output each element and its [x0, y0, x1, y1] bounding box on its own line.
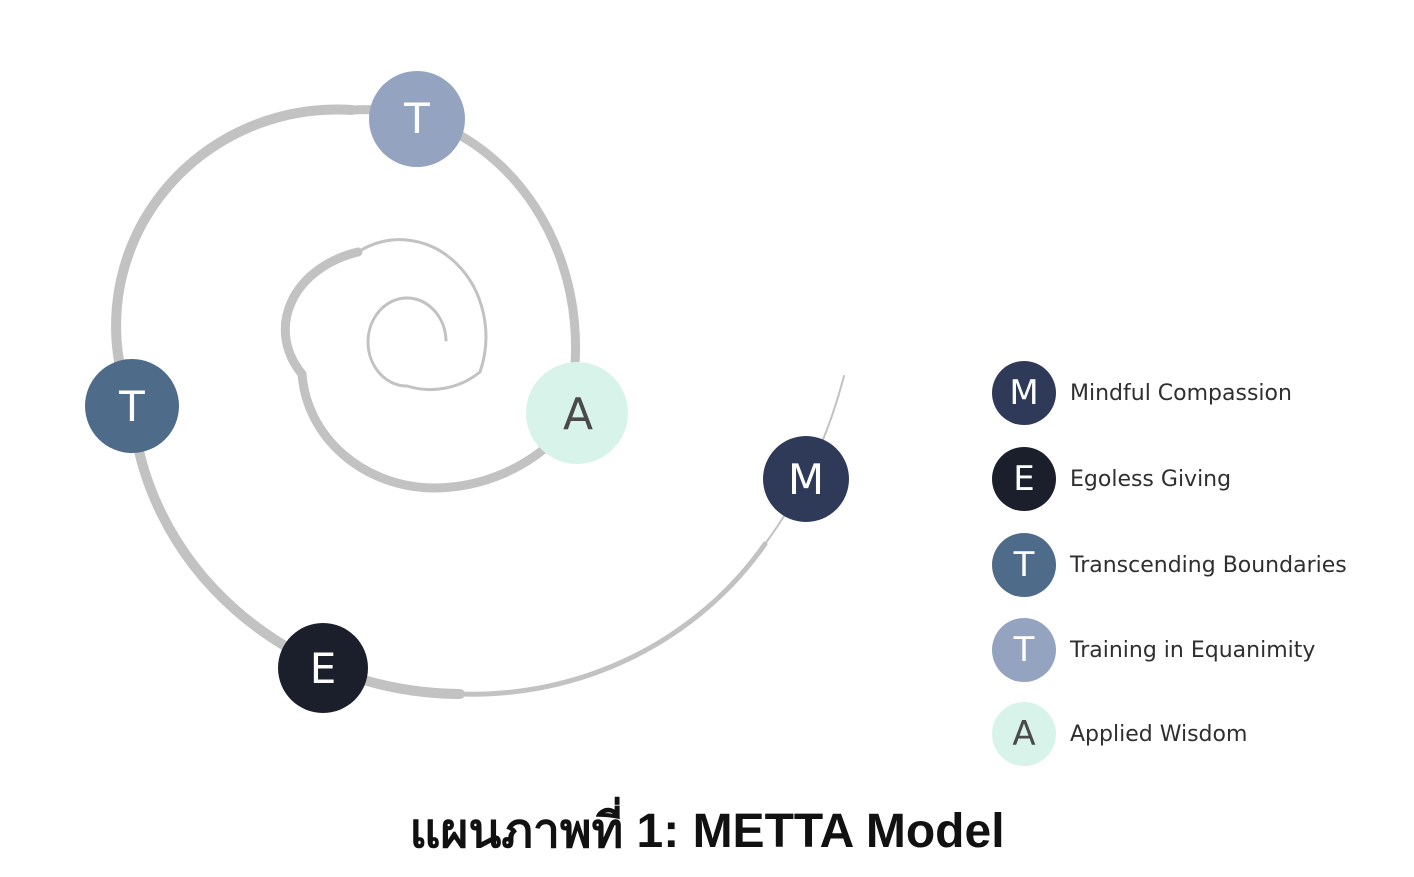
legend-label: Transcending Boundaries: [1070, 552, 1347, 578]
node-letter: M: [788, 455, 824, 504]
legend-dot: M: [992, 361, 1056, 425]
legend-label: Egoless Giving: [1070, 466, 1232, 492]
node-circle: [278, 623, 368, 713]
legend-dot: A: [992, 702, 1056, 766]
node-transcending-boundaries: T: [85, 359, 179, 453]
spiral-segment: [457, 541, 768, 697]
spiral-nodes: T T E M A: [85, 71, 849, 713]
legend-label: Mindful Compassion: [1070, 380, 1292, 406]
spiral-line: [111, 104, 845, 699]
spiral-segment: [280, 105, 581, 493]
legend-item-mindful-compassion: M Mindful Compassion: [992, 361, 1292, 425]
node-letter: T: [403, 94, 430, 143]
spiral-segment: [356, 238, 488, 391]
node-letter: E: [310, 644, 337, 693]
legend-item-applied-wisdom: A Applied Wisdom: [992, 702, 1247, 766]
node-circle: [763, 436, 849, 522]
node-letter: A: [563, 389, 593, 440]
node-letter: T: [118, 382, 145, 431]
legend-label: Applied Wisdom: [1070, 721, 1248, 747]
node-circle: [369, 71, 465, 167]
legend-dot: T: [992, 533, 1056, 597]
node-mindful-compassion: M: [763, 436, 849, 522]
node-circle: [85, 359, 179, 453]
figure-caption: แผนภาพที่ 1: METTA Model: [409, 805, 1005, 858]
legend-dot: E: [992, 447, 1056, 511]
node-applied-wisdom: A: [526, 362, 628, 464]
node-egoless-giving: E: [278, 623, 368, 713]
legend-item-training-in-equanimity: T Training in Equanimity: [992, 618, 1315, 682]
node-training-in-equanimity: T: [369, 71, 465, 167]
node-circle: [526, 362, 628, 464]
legend-item-egoless-giving: E Egoless Giving: [992, 447, 1231, 511]
legend-item-transcending-boundaries: T Transcending Boundaries: [992, 533, 1347, 597]
metta-spiral-diagram: T T E M A: [85, 71, 849, 713]
legend-label: Training in Equanimity: [1070, 637, 1316, 663]
legend-dot: T: [992, 618, 1056, 682]
